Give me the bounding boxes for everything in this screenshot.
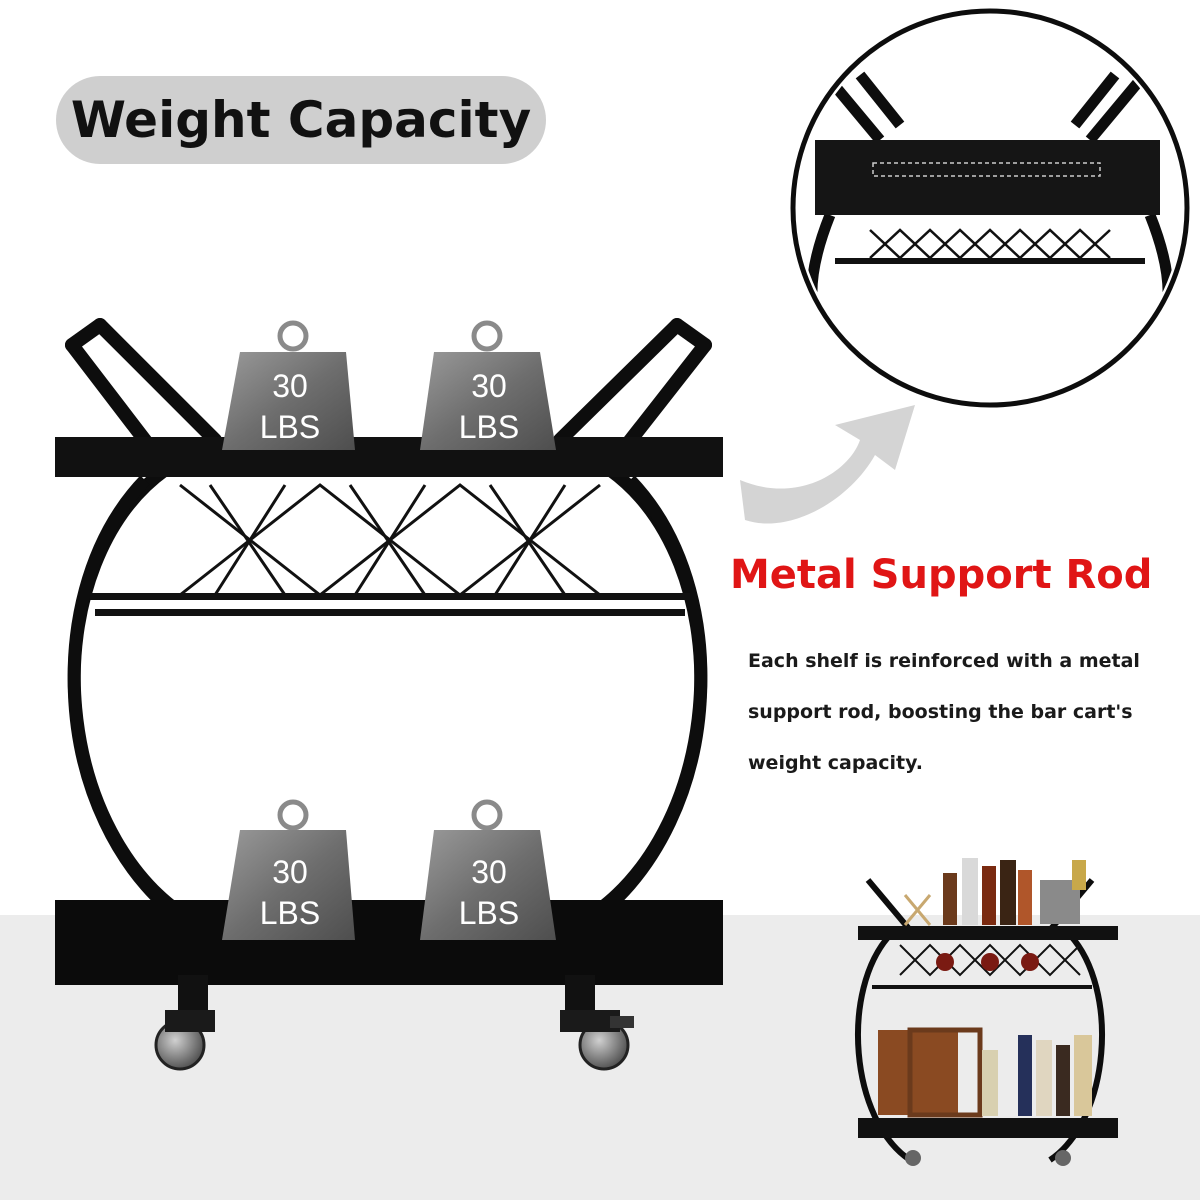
magnifier-circle-icon bbox=[790, 8, 1190, 408]
page-title: Weight Capacity bbox=[70, 91, 532, 149]
wine-rack bbox=[179, 483, 601, 597]
feature-description: Each shelf is reinforced with a metal su… bbox=[748, 650, 1140, 774]
weight-2-unit: LBS bbox=[459, 409, 519, 445]
title-badge: Weight Capacity bbox=[56, 76, 546, 164]
frame-rings bbox=[67, 464, 708, 931]
weight-2 bbox=[420, 320, 556, 450]
weight-1-value: 30 bbox=[272, 368, 308, 404]
weight-2-value: 30 bbox=[471, 368, 507, 404]
support-rod-lower bbox=[95, 609, 685, 616]
bottom-shelf bbox=[55, 900, 723, 985]
top-shelf bbox=[55, 437, 723, 477]
feature-heading: Metal Support Rod bbox=[730, 552, 1153, 598]
weight-3-unit: LBS bbox=[260, 895, 320, 931]
arrow-icon bbox=[740, 405, 915, 524]
casters bbox=[154, 975, 634, 1071]
weight-4-unit: LBS bbox=[459, 895, 519, 931]
weight-3 bbox=[222, 799, 355, 940]
weight-4-value: 30 bbox=[471, 854, 507, 890]
support-rod bbox=[90, 593, 690, 600]
weight-3-value: 30 bbox=[272, 854, 308, 890]
weight-4 bbox=[420, 799, 556, 940]
weight-1-unit: LBS bbox=[260, 409, 320, 445]
weight-1 bbox=[222, 320, 355, 450]
styled-cart-thumbnail bbox=[855, 858, 1118, 1166]
